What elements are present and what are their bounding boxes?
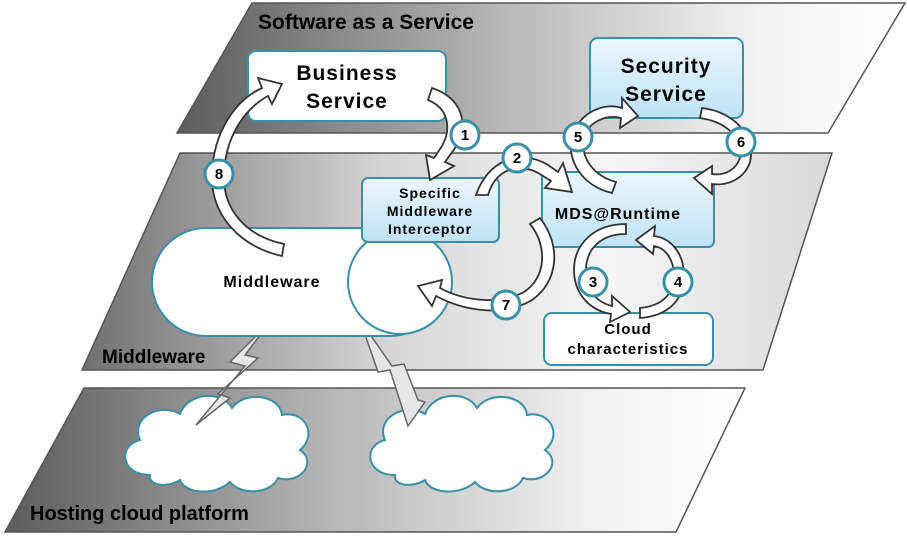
step-marker-1: 1 — [449, 119, 481, 151]
cloud-icon-left — [124, 394, 310, 493]
svg-text:7: 7 — [502, 297, 510, 314]
business-service-label-line1: Business — [296, 62, 397, 85]
step-marker-5: 5 — [562, 121, 594, 153]
svg-text:5: 5 — [574, 129, 582, 146]
cloud-characteristics-label-line2: characteristics — [568, 341, 689, 358]
business-service-label-line2: Service — [306, 90, 388, 113]
hosting-layer-label: Hosting cloud platform — [30, 503, 249, 525]
cloud-icon-right — [369, 394, 555, 493]
step-marker-3: 3 — [577, 266, 609, 298]
middleware-component-label: Middleware — [223, 274, 320, 291]
step-marker-7: 7 — [490, 289, 522, 321]
arrow-1 — [424, 86, 464, 182]
lightning-bolt-left — [195, 321, 271, 426]
svg-text:6: 6 — [737, 134, 745, 151]
svg-text:1: 1 — [461, 127, 469, 144]
arrow-8 — [211, 76, 286, 258]
step-marker-2: 2 — [501, 142, 533, 174]
step-marker-8: 8 — [203, 158, 235, 190]
security-service-box — [589, 37, 744, 119]
security-service-label-line2: Service — [625, 83, 707, 106]
svg-text:8: 8 — [215, 166, 223, 183]
arrow-2 — [474, 156, 574, 196]
interceptor-label-line1: Specific — [399, 185, 461, 201]
arrow-7 — [416, 216, 556, 312]
interceptor-label-line2: Middleware — [387, 203, 473, 219]
security-service-label-line1: Security — [621, 55, 712, 78]
business-service-box — [247, 50, 447, 122]
cloud-characteristics-label-line1: Cloud — [604, 321, 652, 338]
svg-text:4: 4 — [674, 274, 683, 291]
arrow-5 — [569, 95, 640, 195]
svg-text:3: 3 — [589, 274, 597, 291]
saas-layer-label: Software as a Service — [258, 11, 474, 34]
lightning-bolt-right — [359, 319, 427, 428]
mds-runtime-label: MDS@Runtime — [555, 206, 681, 223]
interceptor-label-line3: Interceptor — [388, 221, 472, 237]
svg-text:2: 2 — [513, 150, 521, 167]
step-marker-4: 4 — [662, 266, 694, 298]
mds-runtime-box — [541, 171, 715, 248]
middleware-layer-label: Middleware — [102, 347, 205, 368]
step-marker-6: 6 — [725, 126, 757, 158]
arrow-3 — [573, 223, 632, 324]
